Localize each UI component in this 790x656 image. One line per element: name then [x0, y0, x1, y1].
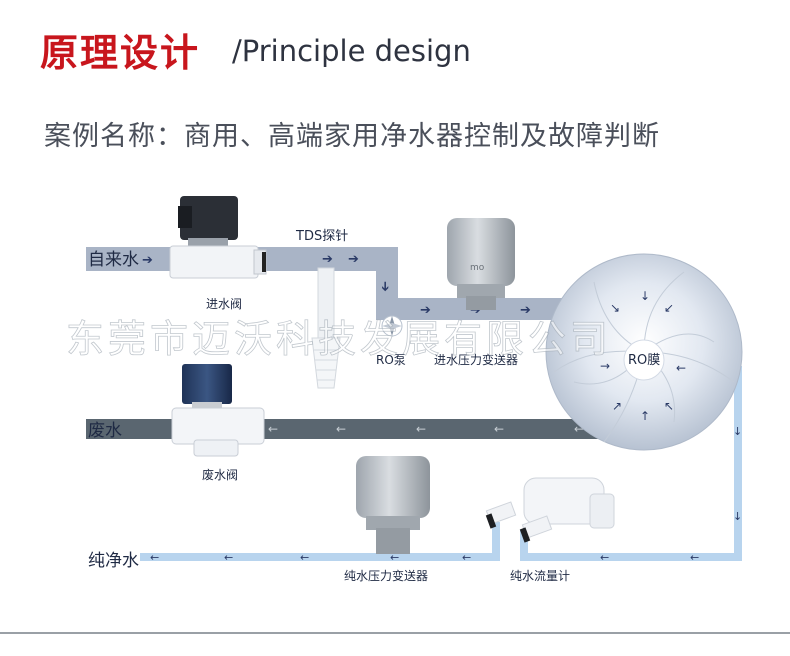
svg-text:➔: ➔	[470, 303, 481, 318]
tds-probe-label: TDS探针	[295, 229, 348, 244]
svg-text:➔: ➔	[377, 281, 392, 292]
svg-text:←: ←	[150, 551, 159, 564]
inlet-pressure-transmitter-label: 进水压力变送器	[434, 352, 518, 367]
svg-text:←: ←	[390, 551, 399, 564]
svg-text:➔: ➔	[520, 303, 531, 318]
svg-text:←: ←	[676, 361, 686, 375]
svg-text:←: ←	[336, 422, 346, 436]
svg-text:←: ←	[300, 551, 309, 564]
svg-text:↓: ↓	[640, 289, 650, 303]
inlet-valve-label: 进水阀	[206, 297, 242, 311]
title-english: /Principle design	[232, 34, 471, 68]
title-chinese: 原理设计	[40, 31, 201, 75]
svg-text:←: ←	[268, 422, 278, 436]
inlet-valve-illustration	[169, 196, 267, 279]
pure-flowmeter-label: 纯水流量计	[510, 569, 570, 583]
svg-text:←: ←	[600, 551, 609, 564]
svg-text:➔: ➔	[142, 253, 153, 268]
pure-line-label: 纯净水	[88, 551, 139, 571]
ro-pump-icon	[381, 315, 403, 337]
ro-membrane: ↘ ↙ → ← ↗ ↖ ↓ ↑	[545, 253, 743, 451]
svg-text:➔: ➔	[348, 252, 359, 267]
inlet-line-label: 自来水	[88, 250, 139, 270]
device-mark: mo	[470, 263, 485, 273]
svg-text:↓: ↓	[733, 425, 742, 438]
svg-text:↖: ↖	[664, 399, 674, 413]
svg-text:➔: ➔	[420, 303, 431, 318]
waste-valve-label: 废水阀	[202, 467, 238, 482]
svg-text:↙: ↙	[664, 301, 674, 315]
svg-text:←: ←	[690, 551, 699, 564]
svg-text:➔: ➔	[322, 252, 333, 267]
ro-membrane-label: RO膜	[628, 353, 660, 368]
svg-text:↑: ↑	[640, 409, 650, 423]
inlet-pressure-transmitter-illustration: mo	[447, 218, 515, 310]
pure-flowmeter-illustration	[485, 477, 615, 543]
waste-pipe: ← ← ← ← ← ←	[86, 419, 606, 439]
pure-pressure-transmitter-label: 纯水压力变送器	[344, 568, 428, 583]
case-name: 案例名称：商用、高端家用净水器控制及故障判断	[44, 121, 660, 152]
company-watermark: 东莞市迈沃科技发展有限公司	[66, 317, 612, 361]
pure-pressure-transmitter-illustration	[356, 456, 430, 554]
svg-text:←: ←	[416, 422, 426, 436]
bottom-divider	[0, 632, 790, 634]
tds-probe-illustration	[311, 267, 341, 389]
svg-text:←: ←	[224, 551, 233, 564]
svg-text:→: →	[600, 359, 610, 373]
ro-pump-label: RO泵	[376, 353, 406, 367]
svg-text:↘: ↘	[610, 301, 620, 315]
svg-text:↗: ↗	[612, 399, 622, 413]
waste-line-label: 废水	[88, 421, 122, 441]
waste-valve-illustration	[171, 364, 265, 457]
svg-text:←: ←	[574, 422, 584, 436]
svg-text:↓: ↓	[733, 510, 742, 523]
svg-text:←: ←	[494, 422, 504, 436]
svg-text:←: ←	[462, 551, 471, 564]
